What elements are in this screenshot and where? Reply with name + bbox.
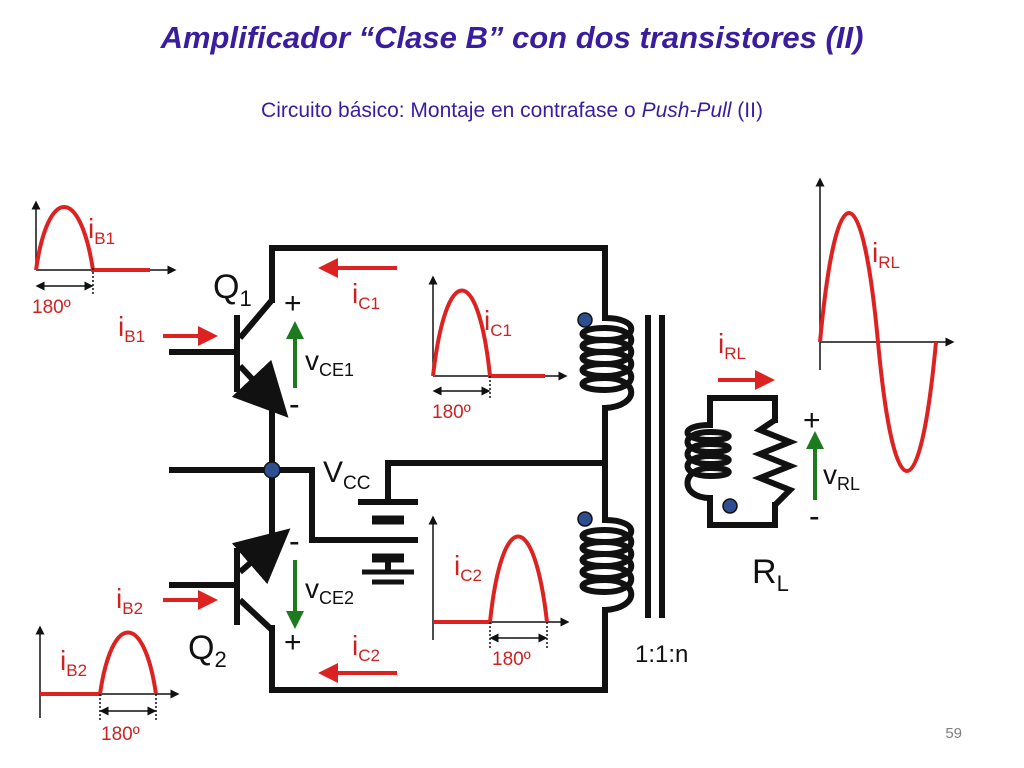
vcc-label: VCC — [323, 456, 370, 494]
ic1-angle-label: 180º — [432, 402, 471, 423]
ic1-label: iC1 — [352, 278, 380, 313]
vrl-label: vRL — [823, 459, 860, 494]
vce1-plus: + — [284, 287, 302, 320]
primary-lower-coil — [579, 517, 635, 613]
circuit-wires — [169, 245, 778, 693]
ic2-wave-label: iC2 — [454, 550, 482, 585]
vcc-center-tap-wire — [385, 460, 608, 503]
ib2-curve — [40, 630, 158, 696]
irl-label: iRL — [718, 328, 746, 363]
transistor-q1 — [231, 298, 289, 418]
primary-upper-coil — [579, 315, 635, 411]
waveform-ib2: 180º iB2 — [35, 625, 180, 745]
ic1-curve — [431, 288, 545, 378]
vce1-label: vCE1 — [305, 345, 354, 380]
q1-emitter-lead — [231, 359, 289, 418]
vce2-plus: + — [284, 626, 302, 659]
vce2-minus: - — [289, 523, 300, 559]
q2-emitter-lead — [231, 528, 291, 585]
vrl-minus: - — [809, 498, 820, 534]
node-battery-wire — [269, 467, 358, 543]
ic2-label: iC2 — [352, 630, 380, 665]
slide-title: Amplificador “Clase B” con dos transisto… — [160, 20, 864, 55]
emitter-node-dot — [263, 461, 281, 479]
rl-label: RL — [752, 553, 789, 596]
ic1-wave-label: iC1 — [484, 305, 512, 340]
ib2-angle-label: 180º — [101, 724, 140, 745]
ic2-angle-label: 180º — [492, 649, 531, 670]
vce1-minus: - — [289, 386, 300, 422]
ic2-curve — [433, 534, 549, 624]
subtitle-italic: Push-Pull — [641, 99, 732, 122]
ib2-label: iB2 — [116, 583, 143, 618]
vce2-label: vCE2 — [305, 573, 354, 608]
irl-wave-label: iRL — [872, 237, 900, 272]
secondary-loop-wire — [707, 395, 778, 428]
secondary-coil — [684, 422, 732, 501]
q1-label: Q1 — [213, 268, 252, 311]
vrl-plus: + — [803, 404, 821, 437]
top-wire — [269, 245, 608, 321]
bottom-wire — [269, 607, 608, 693]
waveform-ib1: 180º iB1 — [31, 200, 177, 318]
page-number: 59 — [945, 725, 962, 742]
waveform-ic1: 180º iC1 — [428, 275, 568, 423]
q2-label: Q2 — [188, 629, 227, 672]
slide-subtitle: Circuito básico: Montaje en contrafase o… — [0, 99, 1024, 123]
turns-ratio-label: 1:1:n — [635, 641, 688, 668]
q1-collector-lead — [237, 298, 275, 340]
ib1-label: iB1 — [118, 311, 145, 346]
ib1-angle-label: 180º — [32, 297, 71, 318]
battery-vcc — [358, 499, 418, 585]
primary-upper-dot — [577, 312, 593, 328]
load-resistor — [751, 417, 799, 508]
subtitle-suffix: (II) — [731, 99, 763, 122]
ib2-wave-label: iB2 — [60, 645, 87, 680]
waveform-ic2: 180º iC2 — [428, 515, 570, 670]
ib1-curve — [34, 205, 150, 272]
irl-curve — [818, 211, 938, 473]
primary-lower-dot — [577, 511, 593, 527]
subtitle-prefix: Circuito básico: Montaje en contrafase o — [261, 99, 642, 122]
waveform-irl: iRL — [815, 177, 955, 473]
q2-collector-lead — [237, 597, 275, 633]
ib1-wave-label: iB1 — [88, 213, 115, 248]
secondary-loop-bottom-wire — [707, 495, 778, 528]
secondary-dot — [722, 498, 738, 514]
transistor-q2 — [231, 528, 291, 633]
transformer — [579, 315, 732, 618]
